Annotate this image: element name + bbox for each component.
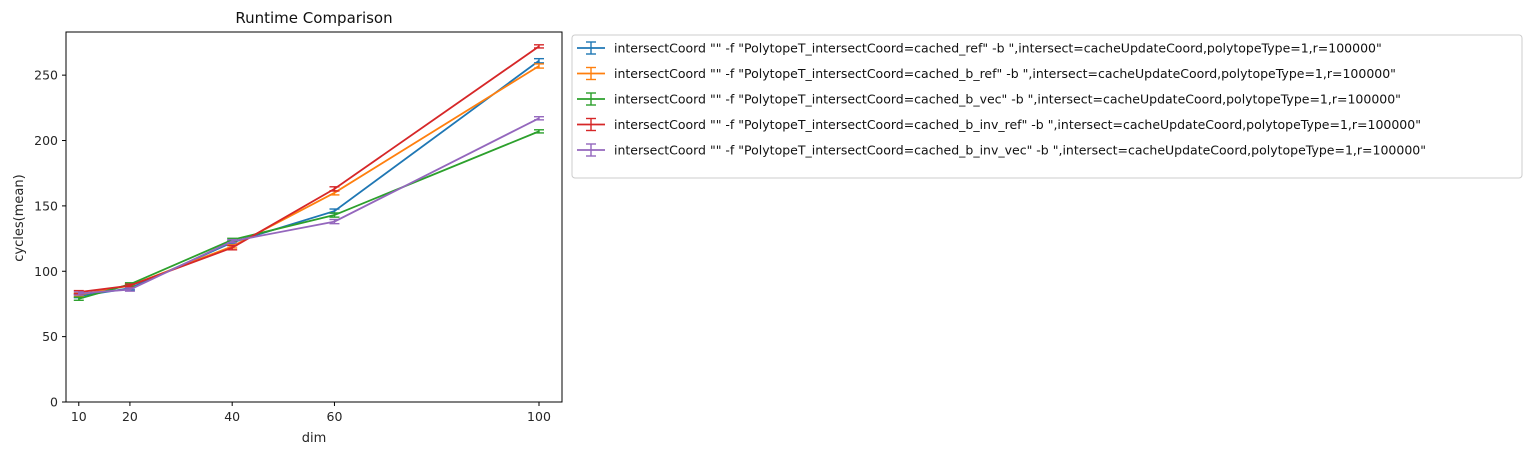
series-4	[73, 44, 544, 295]
series-line	[78, 130, 540, 300]
series-line	[78, 65, 540, 296]
y-tick-label: 100	[34, 264, 58, 279]
plot-area: 10 20 40 60 100 0 50 100 150 200 250	[34, 31, 563, 424]
legend-item: intersectCoord "" -f "PolytopeT_intersec…	[577, 66, 1396, 81]
legend: intersectCoord "" -f "PolytopeT_intersec…	[571, 34, 1523, 179]
x-tick-label: 20	[122, 409, 138, 424]
chart-title: Runtime Comparison	[235, 9, 392, 27]
legend-label: intersectCoord "" -f "PolytopeT_intersec…	[614, 143, 1426, 158]
legend-label: intersectCoord "" -f "PolytopeT_intersec…	[614, 92, 1401, 107]
legend-item: intersectCoord "" -f "PolytopeT_intersec…	[577, 117, 1421, 132]
y-tick-label: 150	[34, 198, 58, 213]
series-5	[73, 116, 544, 296]
y-tick-label: 0	[50, 395, 58, 410]
legend-item: intersectCoord "" -f "PolytopeT_intersec…	[577, 92, 1401, 107]
legend-item: intersectCoord "" -f "PolytopeT_intersec…	[577, 143, 1426, 158]
series-3	[73, 129, 544, 301]
legend-label: intersectCoord "" -f "PolytopeT_intersec…	[614, 41, 1382, 56]
y-tick-label: 50	[42, 329, 58, 344]
x-tick-label: 40	[224, 409, 240, 424]
x-axis-label: dim	[302, 431, 327, 446]
y-tick-label: 250	[34, 68, 58, 83]
series-line	[78, 45, 540, 294]
x-tick-label: 60	[327, 409, 343, 424]
x-tick-label: 10	[71, 409, 87, 424]
legend-item: intersectCoord "" -f "PolytopeT_intersec…	[577, 41, 1382, 56]
legend-box	[571, 34, 1523, 179]
axes-frame	[65, 31, 563, 403]
y-axis-label: cycles(mean)	[12, 174, 27, 261]
legend-label: intersectCoord "" -f "PolytopeT_intersec…	[614, 66, 1396, 81]
series-2	[73, 63, 544, 298]
series-1	[73, 57, 544, 299]
y-tick-label: 200	[34, 133, 58, 148]
legend-label: intersectCoord "" -f "PolytopeT_intersec…	[614, 117, 1421, 132]
series-line	[78, 60, 540, 297]
x-tick-label: 100	[527, 409, 551, 424]
